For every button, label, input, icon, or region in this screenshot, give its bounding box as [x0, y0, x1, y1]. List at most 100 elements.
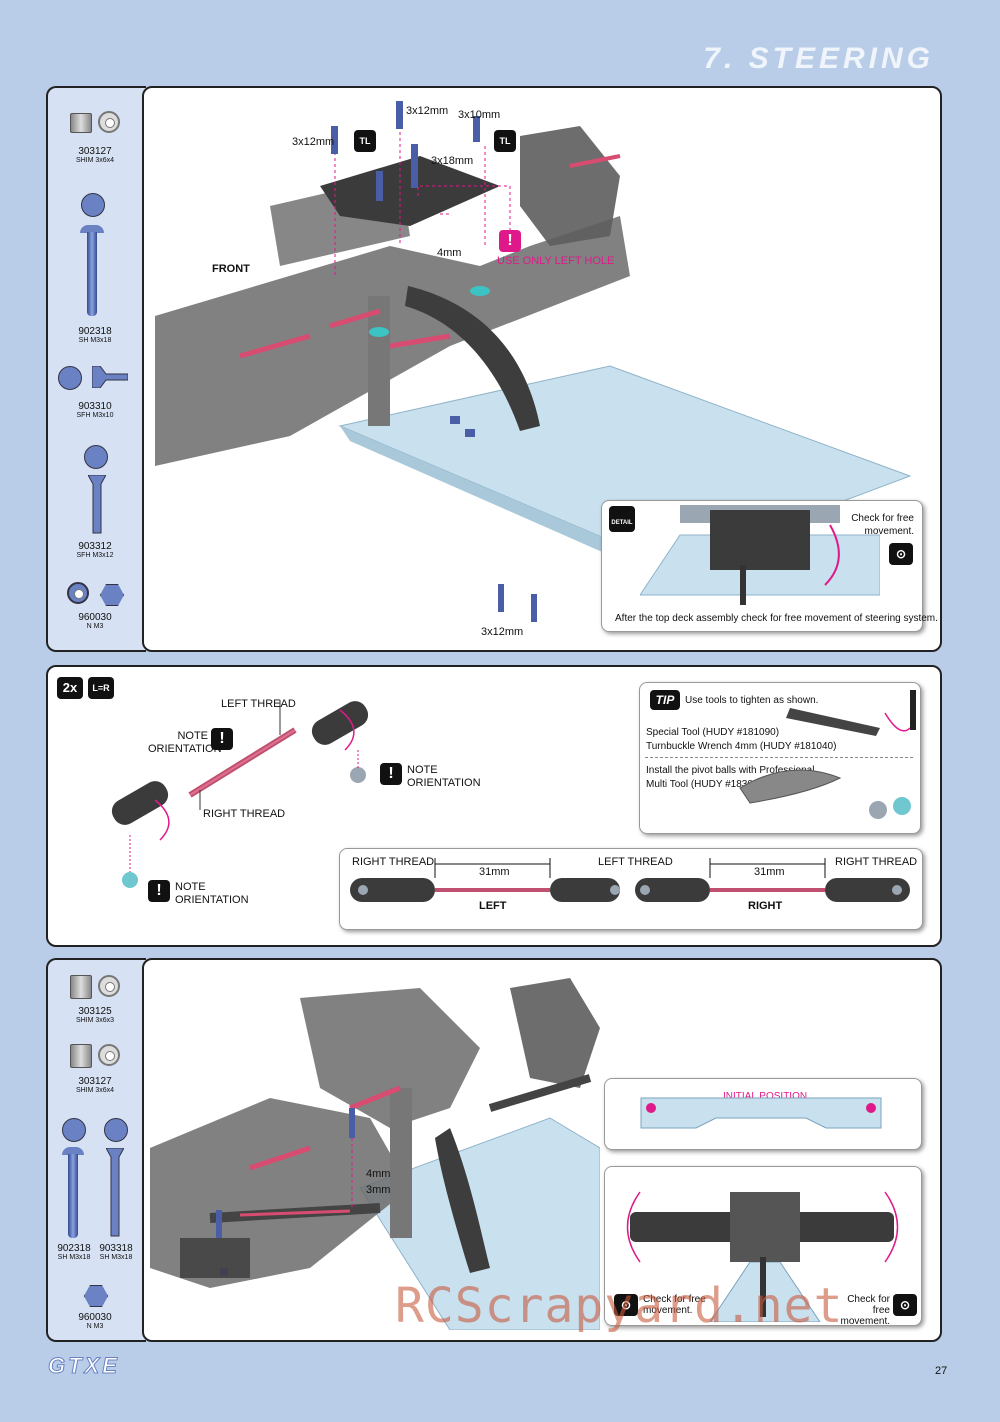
- check-left-text: Check for free movement.: [643, 1294, 706, 1316]
- washer-icon: [98, 975, 120, 997]
- part-number: 303127: [78, 146, 112, 157]
- detail-illustration: [640, 505, 880, 605]
- detail-icon: DETAIL: [609, 506, 635, 532]
- shim-icon: [70, 975, 92, 999]
- label-note-orientation-2: NOTE ORIENTATION: [407, 764, 481, 789]
- countersunk-bolt-icon: [105, 1147, 125, 1238]
- bolt-head-icon: [104, 1118, 128, 1142]
- part-desc: SHIM 3x6x4: [75, 157, 115, 164]
- part-desc: SH M3x18: [78, 337, 112, 344]
- countersunk-bolt-icon: [91, 365, 129, 389]
- left-equals-right-icon: L=R: [88, 677, 114, 699]
- part-903312: 903312 SFH M3x12: [54, 541, 136, 560]
- bolt-head-icon: [81, 193, 105, 217]
- label-4mm-step3: 4mm: [366, 1168, 391, 1180]
- section-title: 7. STEERING: [703, 42, 934, 75]
- tools-illustration: [739, 690, 916, 819]
- measure-length-left: 31mm: [479, 866, 510, 878]
- part-902318-b: 902318 SH M3x18: [54, 1243, 94, 1262]
- shim-icon: [70, 113, 92, 133]
- label-right-thread: RIGHT THREAD: [203, 808, 286, 820]
- part-desc: N M3: [86, 623, 104, 630]
- part-desc: SHIM 3x6x3: [75, 1017, 115, 1024]
- warning-icon: !: [211, 728, 233, 750]
- label-3x12-bottom: 3x12mm: [481, 626, 524, 638]
- label-note-orientation-1: NOTE ORIENTATION: [148, 730, 222, 755]
- label-front: FRONT: [212, 263, 250, 275]
- tip-tool-2: Turnbuckle Wrench 4mm (HUDY #181040): [646, 741, 837, 752]
- quantity-badge: 2x: [57, 677, 83, 699]
- measure-illustration: [350, 858, 910, 902]
- check-movement-icon: ⊙: [614, 1294, 638, 1316]
- check-movement-icon: ⊙: [893, 1294, 917, 1316]
- part-903310: 903310 SFH M3x10: [54, 401, 136, 420]
- measure-length-right: 31mm: [754, 866, 785, 878]
- bolt-icon: [62, 1147, 84, 1155]
- tip-tool-1: Special Tool (HUDY #181090): [646, 727, 780, 738]
- part-number: 902318: [78, 326, 112, 337]
- initial-position-illustration: [640, 1097, 882, 1129]
- turnbuckle-illustration: [111, 700, 369, 888]
- part-number: 960030: [78, 1312, 112, 1323]
- part-960030: 960030 N M3: [54, 612, 136, 631]
- detail-check-text: Check for free movement.: [851, 513, 914, 537]
- part-desc: SH M3x18: [99, 1254, 133, 1261]
- bolt-head-icon: [84, 445, 108, 469]
- tip-title: Use tools to tighten as shown.: [685, 695, 819, 706]
- part-number: 303125: [78, 1006, 112, 1017]
- nut-icon: [100, 584, 124, 606]
- check-movement-icon: ⊙: [889, 543, 913, 565]
- measure-right-thread-a: RIGHT THREAD: [352, 856, 435, 868]
- bolt-shaft-icon: [87, 232, 97, 316]
- tip-pivot-2: Multi Tool (HUDY #183011).: [646, 779, 770, 790]
- part-desc: SH M3x18: [57, 1254, 91, 1261]
- part-number: 902318: [57, 1243, 91, 1254]
- part-number: 960030: [78, 612, 112, 623]
- part-desc: N M3: [86, 1323, 104, 1330]
- page-number: 27: [935, 1365, 948, 1377]
- detail-caption: After the top deck assembly check for fr…: [615, 613, 938, 624]
- label-3x12-top: 3x12mm: [406, 105, 449, 117]
- warning-text: USE ONLY LEFT HOLE: [497, 255, 615, 267]
- label-3x12-left: 3x12mm: [292, 136, 335, 148]
- watermark: RCScrapyard.net: [395, 1278, 844, 1334]
- steering-check-illustration: [626, 1191, 899, 1322]
- measure-right-thread-b: RIGHT THREAD: [835, 856, 918, 868]
- initial-position-label: INITIAL POSITION: [723, 1091, 808, 1102]
- part-number: 903310: [78, 401, 112, 412]
- tip-pivot-1: Install the pivot balls with Professiona…: [646, 765, 815, 776]
- countersunk-bolt-icon: [87, 474, 107, 535]
- label-left-thread: LEFT THREAD: [221, 698, 296, 710]
- part-903318: 903318 SH M3x18: [96, 1243, 136, 1262]
- nut-icon: [84, 1285, 108, 1307]
- bolt-shaft-icon: [68, 1154, 78, 1238]
- part-303125: 303125 SHIM 3x6x3: [54, 1006, 136, 1025]
- part-desc: SHIM 3x6x4: [75, 1087, 115, 1094]
- measure-left-label: LEFT: [479, 900, 507, 912]
- part-number: 303127: [78, 1076, 112, 1087]
- part-303127-b: 303127 SHIM 3x6x4: [54, 1076, 136, 1095]
- washer-icon: [98, 1044, 120, 1066]
- check-right-text: Check for free movement.: [840, 1294, 890, 1327]
- part-902318: 902318 SH M3x18: [54, 326, 136, 345]
- part-303127: 303127 SHIM 3x6x4: [54, 146, 136, 165]
- tip-divider: [645, 757, 913, 758]
- label-3x18: 3x18mm: [431, 155, 474, 167]
- nut-top-icon: [67, 582, 89, 604]
- label-4mm: 4mm: [437, 247, 462, 259]
- shim-icon: [70, 1044, 92, 1068]
- bolt-icon: [80, 225, 104, 233]
- part-number: 903312: [78, 541, 112, 552]
- tl-icon: TL: [354, 130, 376, 152]
- chassis-illustration-3: [150, 978, 600, 1330]
- warning-icon: !: [380, 763, 402, 785]
- warning-icon: !: [499, 230, 521, 252]
- bolt-head-icon: [58, 366, 82, 390]
- label-3x10: 3x10mm: [458, 109, 501, 121]
- gtxe-logo: GTXE: [48, 1353, 120, 1379]
- warning-icon: !: [148, 880, 170, 902]
- bolt-head-icon: [62, 1118, 86, 1142]
- tip-badge: TIP: [650, 690, 680, 710]
- tl-icon: TL: [494, 130, 516, 152]
- washer-icon: [98, 111, 120, 133]
